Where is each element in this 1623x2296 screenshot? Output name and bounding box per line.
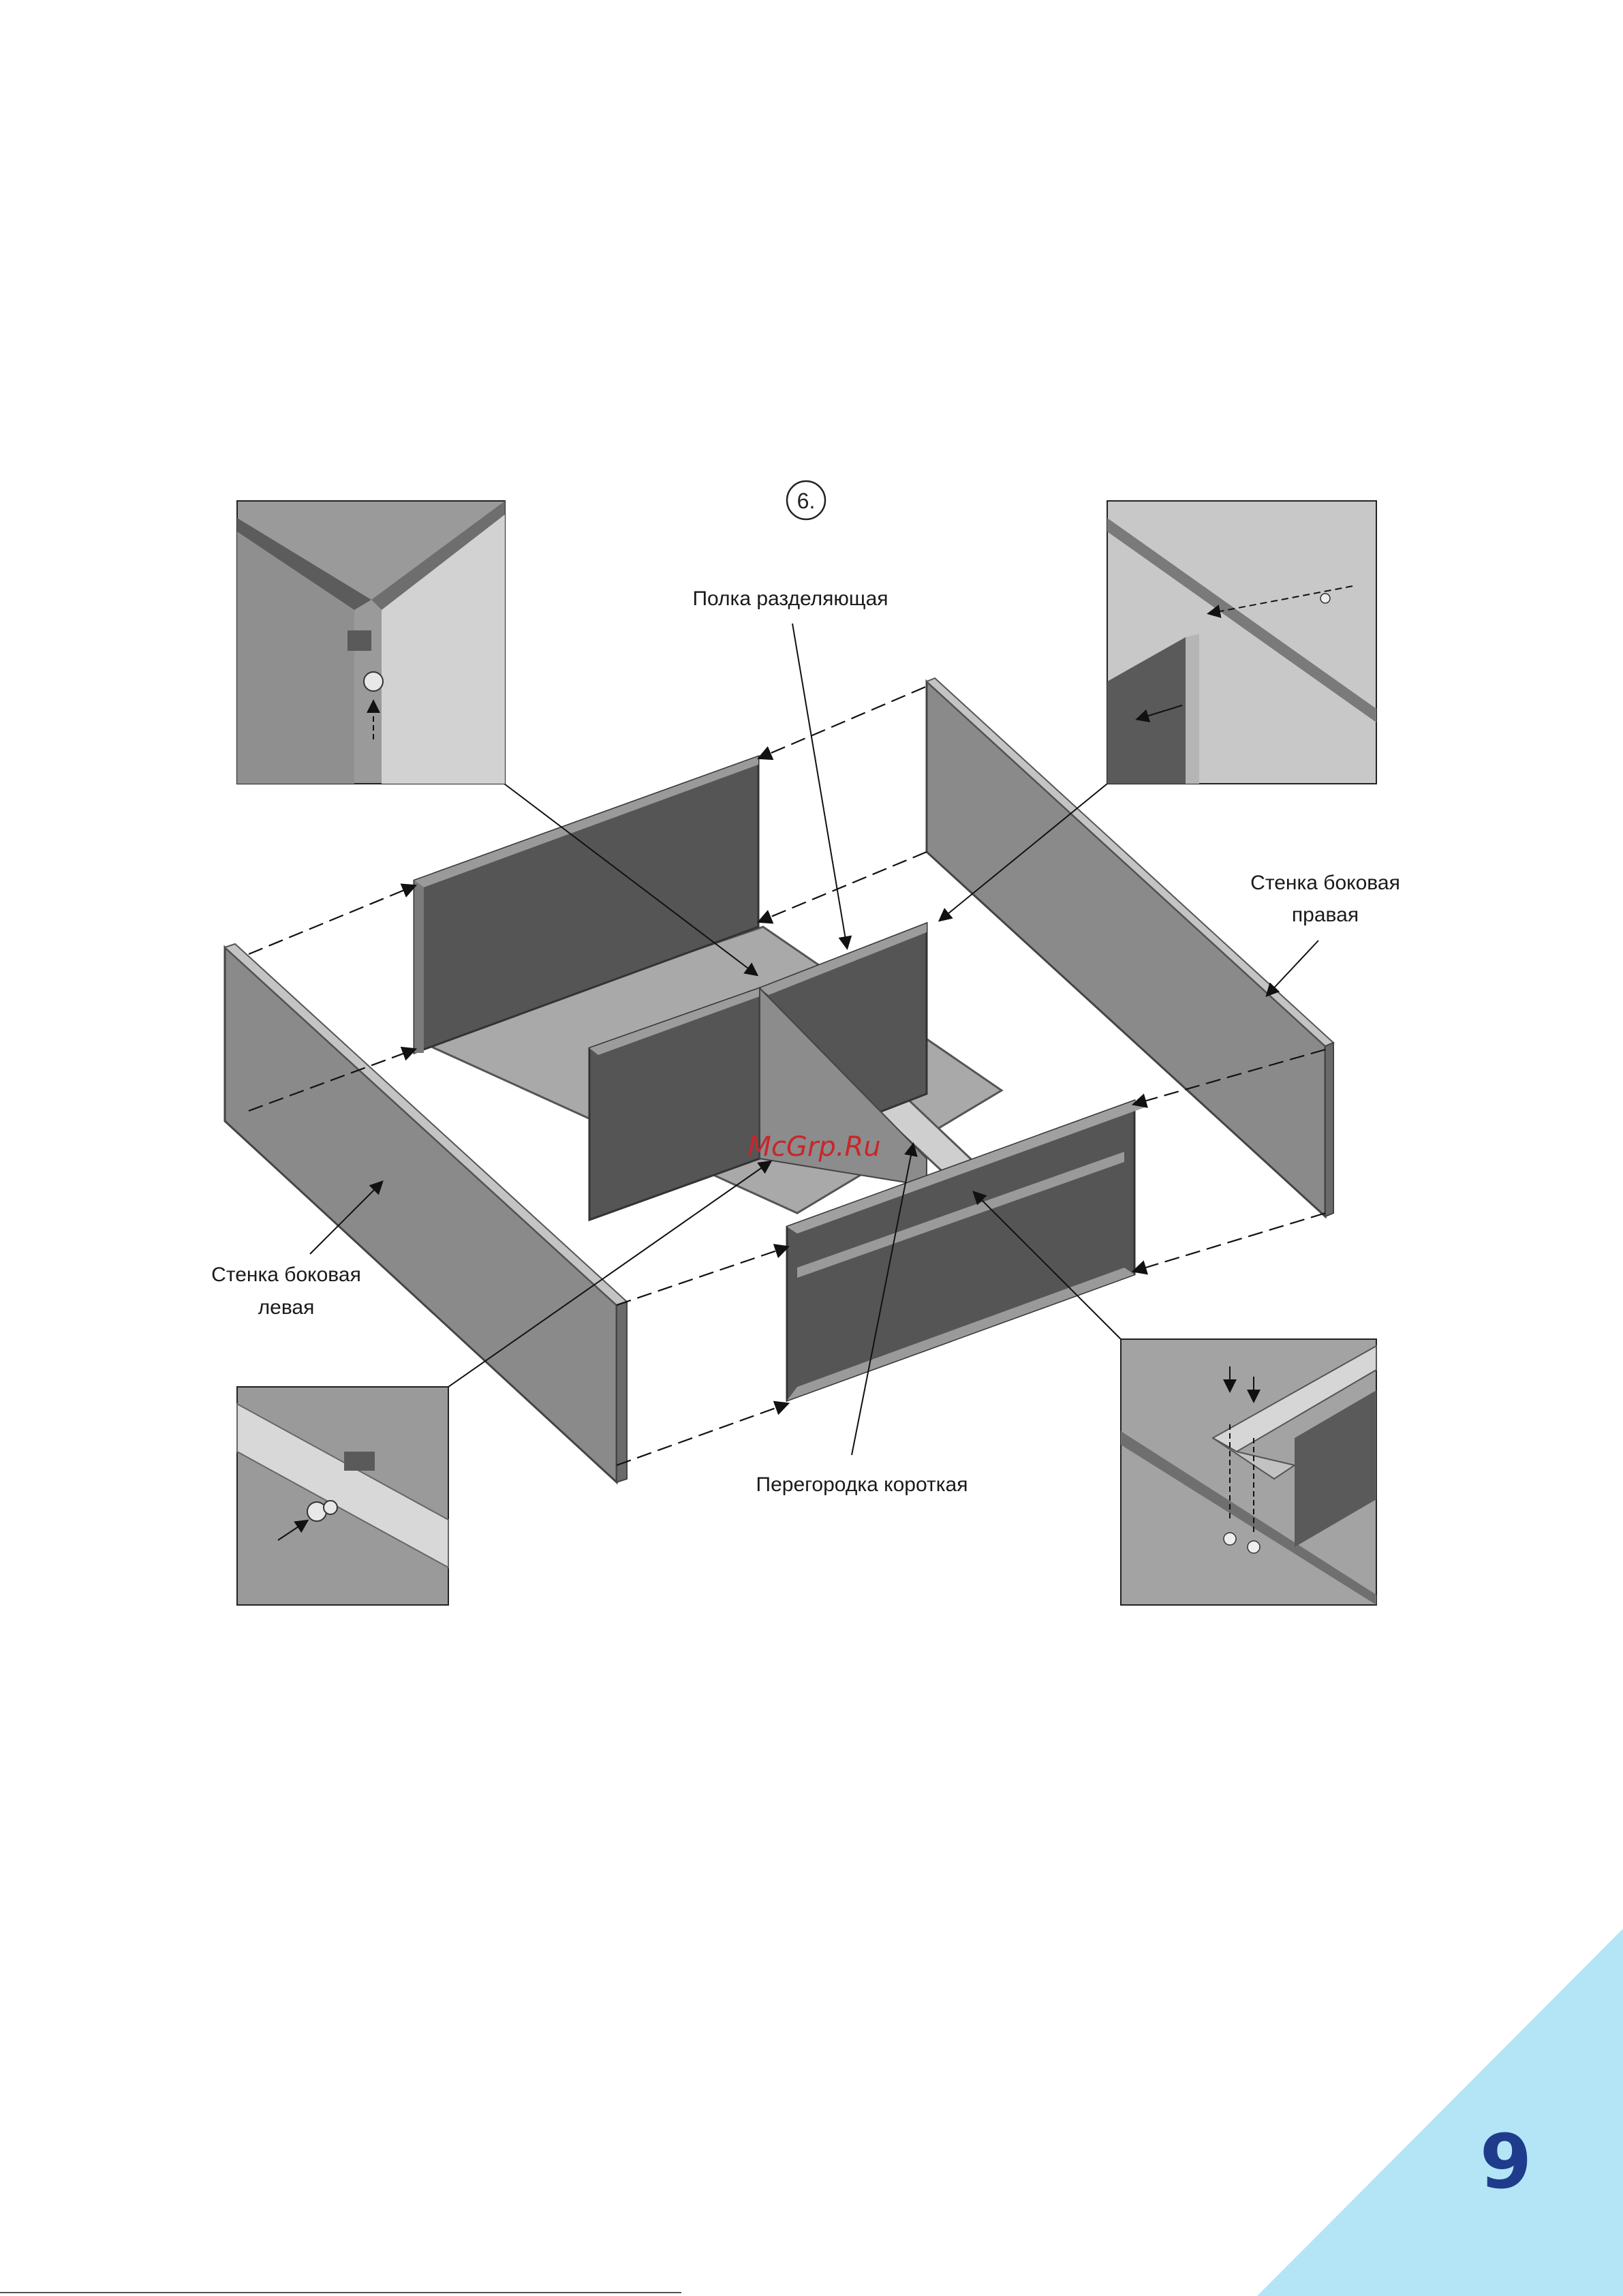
watermark: McGrp.Ru (747, 1131, 880, 1163)
page-number: 9 (1480, 2118, 1532, 2205)
label-dividing-shelf: Полка разделяющая (692, 587, 888, 610)
label-left-wall-line1: Стенка боковая (211, 1264, 361, 1286)
label-right-wall-line2: правая (1292, 904, 1359, 926)
corner-triangle (1257, 1929, 1623, 2296)
label-left-wall-line2: левая (258, 1296, 315, 1319)
step-number: 6. (797, 489, 816, 513)
detail-bottom-left (237, 1387, 448, 1605)
detail-top-right (1107, 501, 1376, 784)
label-right-wall-line1: Стенка боковая (1250, 872, 1400, 894)
detail-top-left (237, 501, 505, 784)
step-badge: 6. (787, 481, 825, 519)
label-short-partition: Перегородка короткая (756, 1473, 968, 1496)
detail-bottom-right (1121, 1339, 1376, 1605)
